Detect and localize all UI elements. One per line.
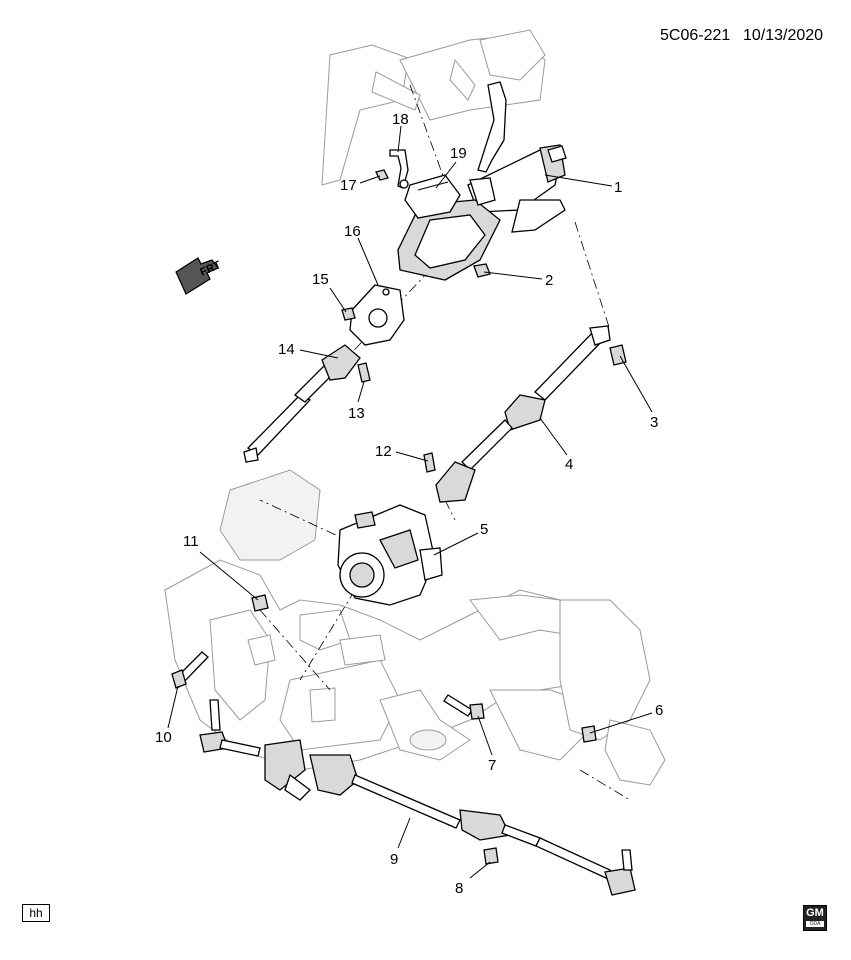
nut-11: [251, 594, 269, 612]
callout-11: 11: [183, 533, 199, 550]
callout-8: 8: [455, 880, 463, 897]
diagram-date: 10/13/2020: [743, 27, 823, 44]
callout-7: 7: [488, 757, 496, 774]
callout-3: 3: [650, 414, 658, 431]
callout-5: 5: [480, 521, 488, 538]
callout-17: 17: [340, 177, 357, 194]
upper-body-structure: [321, 29, 546, 186]
nut-2: [473, 263, 491, 278]
intermediate-shaft-upper: [243, 344, 361, 463]
boot-cover: [349, 284, 405, 346]
callout-12: 12: [375, 443, 392, 460]
nut-6: [581, 725, 597, 743]
control-module: [404, 174, 461, 219]
wiring-bracket: [389, 149, 409, 189]
steering-column: [397, 81, 567, 281]
callout-13: 13: [348, 405, 365, 422]
callout-14: 14: [278, 341, 295, 358]
callout-2: 2: [545, 272, 553, 289]
steering-gear: [337, 504, 443, 606]
callout-4: 4: [565, 456, 573, 473]
diagram-id: 5C06-221: [660, 27, 730, 44]
screw-17: [375, 169, 389, 181]
callout-16: 16: [344, 223, 361, 240]
steering-linkage: [199, 699, 636, 896]
diagram-tag: hh: [22, 904, 50, 922]
front-direction-arrow-icon: [175, 257, 219, 295]
callout-6: 6: [655, 702, 663, 719]
callout-19: 19: [450, 145, 467, 162]
bolt-13: [357, 362, 371, 383]
intermediate-shaft-lower: [435, 325, 611, 503]
callout-10: 10: [155, 729, 172, 746]
bolt-7: [443, 694, 485, 720]
leader-lines: [167, 125, 653, 879]
orientation-label: FRT: [198, 259, 223, 279]
gm-logo-text: GM: [806, 907, 824, 919]
gm-logo-subtext: ODA: [806, 921, 824, 927]
bolt-10: [171, 651, 209, 689]
nut-8: [483, 847, 499, 865]
chassis-frame: [164, 469, 666, 786]
callout-numbers: 1 2 3 4 5 6 7 8 9 10 11 12 13 14 15 16 1…: [155, 111, 663, 897]
callout-18: 18: [392, 111, 409, 128]
callout-15: 15: [312, 271, 329, 288]
callout-1: 1: [614, 179, 622, 196]
callout-9: 9: [390, 851, 398, 868]
bolt-12: [423, 452, 436, 473]
gm-logo-icon: GM ODA: [803, 905, 827, 931]
